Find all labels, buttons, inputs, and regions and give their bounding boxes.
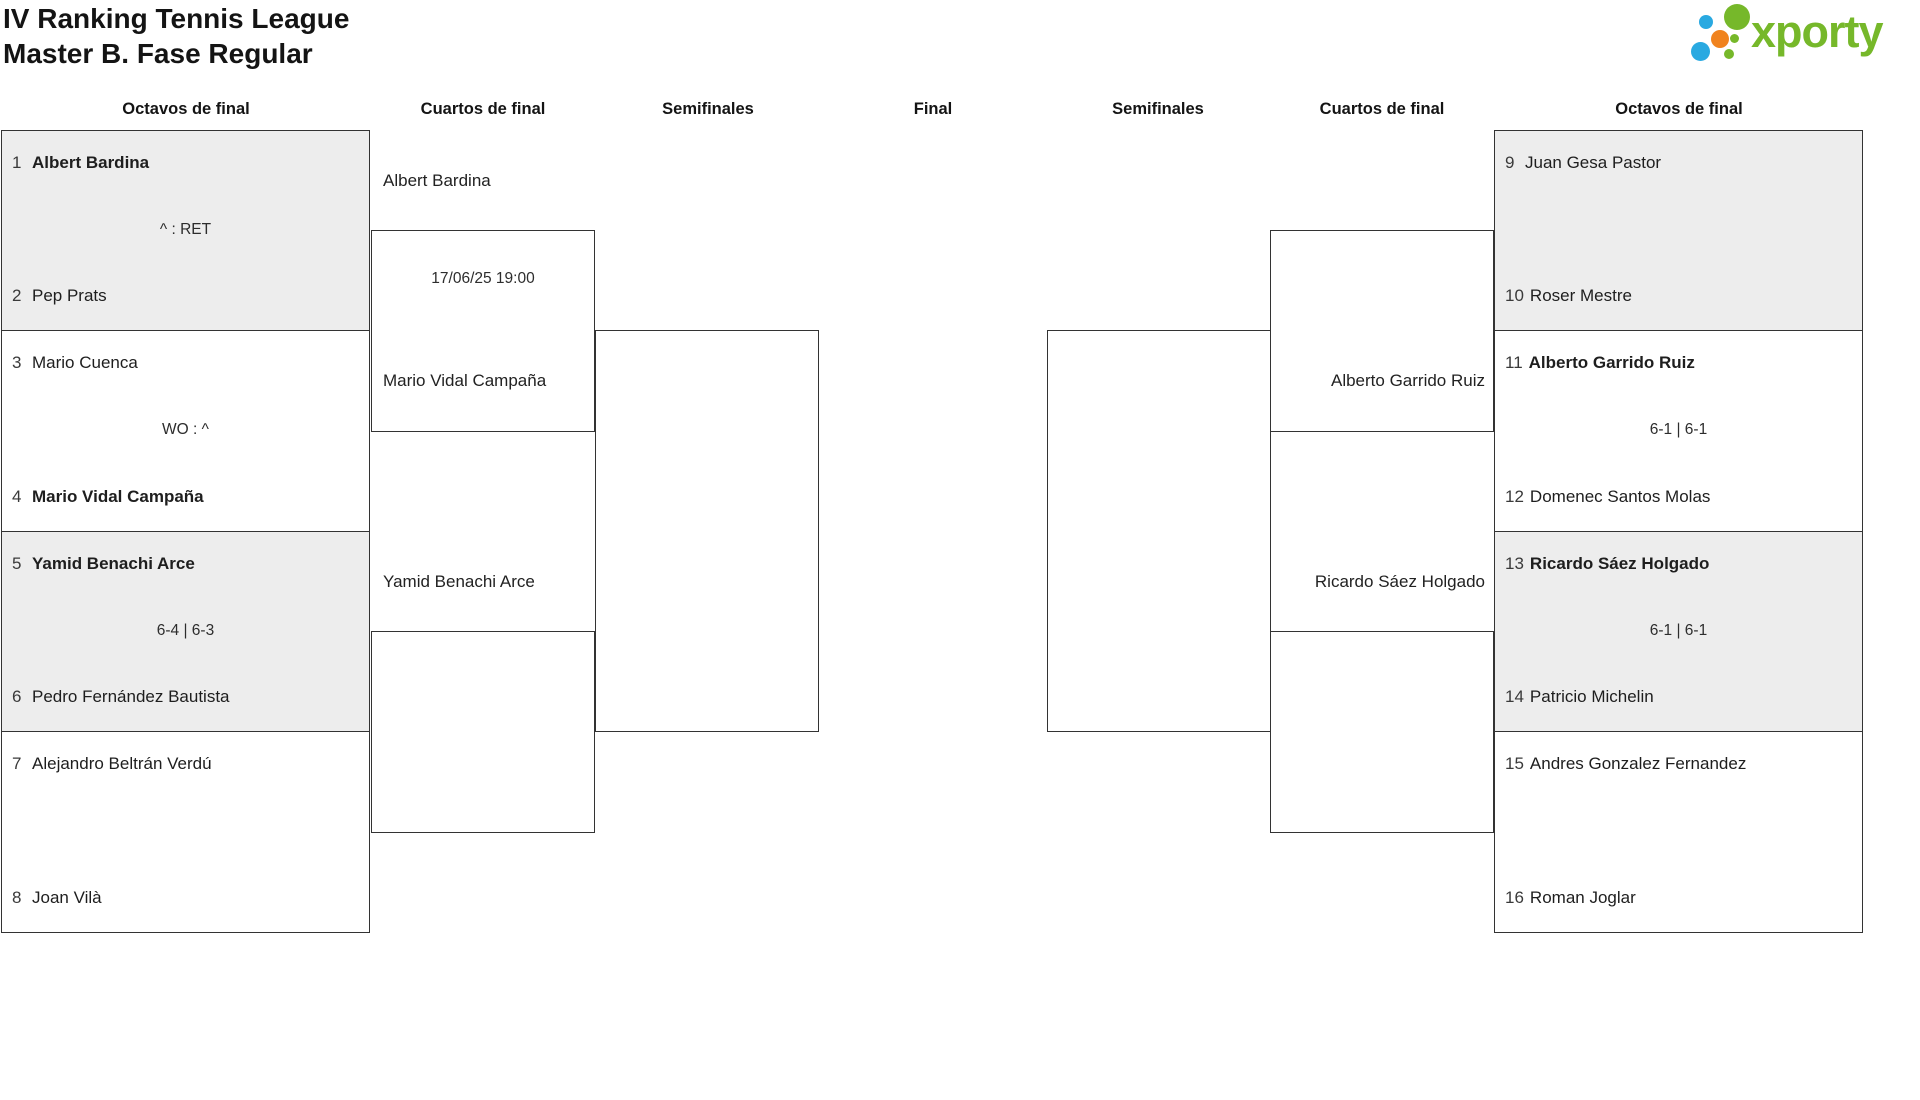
player-name: Patricio Michelin — [1529, 687, 1654, 706]
player-row: 16 Roman Joglar — [1495, 887, 1862, 909]
quarterfinal-box-left-1 — [371, 230, 595, 432]
player-row: 4 Mario Vidal Campaña — [2, 486, 369, 508]
round-header-octavos-right: Octavos de final — [1615, 100, 1743, 118]
seed-number: 15 — [1505, 754, 1524, 773]
player-row: 10 Roser Mestre — [1495, 285, 1862, 307]
player-name: Alejandro Beltrán Verdú — [32, 754, 212, 773]
player-row: 6 Pedro Fernández Bautista — [2, 686, 369, 708]
player-name: Albert Bardina — [383, 171, 491, 190]
match-box-2: 3 Mario Cuenca WO : ^ 4 Mario Vidal Camp… — [1, 330, 370, 532]
logo-dot-icon — [1691, 42, 1710, 61]
seed-number: 10 — [1505, 286, 1524, 305]
player-name: Yamid Benachi Arce — [383, 572, 535, 591]
player-row: 14 Patricio Michelin — [1495, 686, 1862, 708]
match-schedule: 17/06/25 19:00 — [431, 270, 535, 287]
match-box-7: 13 Ricardo Sáez Holgado 6-1 | 6-1 14 Pat… — [1494, 531, 1863, 732]
player-row: 7 Alejandro Beltrán Verdú — [2, 753, 369, 775]
player-row: 15 Andres Gonzalez Fernandez — [1495, 753, 1862, 775]
seed-number: 1 — [12, 153, 22, 172]
seed-number: 13 — [1505, 554, 1524, 573]
seed-number: 2 — [12, 286, 22, 305]
quarterfinal-box-right-2 — [1270, 631, 1494, 833]
player-name: Roser Mestre — [1529, 286, 1632, 305]
player-row: 8 Joan Vilà — [2, 887, 369, 909]
seed-number: 8 — [12, 888, 22, 907]
player-row: 3 Mario Cuenca — [2, 352, 369, 374]
match-box-6: 11 Alberto Garrido Ruiz 6-1 | 6-1 12 Dom… — [1494, 330, 1863, 532]
match-score: ^ : RET — [159, 221, 212, 238]
page-title: IV Ranking Tennis League Master B. Fase … — [3, 1, 349, 71]
round-header-cuartos-right: Cuartos de final — [1319, 100, 1445, 118]
seed-number: 16 — [1505, 888, 1524, 907]
player-name: Domenec Santos Molas — [1529, 487, 1711, 506]
player-name: Juan Gesa Pastor — [1525, 153, 1662, 172]
player-name: Roman Joglar — [1529, 888, 1636, 907]
page-title-line2: Master B. Fase Regular — [3, 38, 313, 69]
player-row: 12 Domenec Santos Molas — [1495, 486, 1862, 508]
match-score: 6-1 | 6-1 — [1649, 622, 1708, 639]
player-row: 11 Alberto Garrido Ruiz — [1495, 352, 1862, 374]
player-name: Albert Bardina — [32, 153, 150, 172]
round-header-octavos-left: Octavos de final — [122, 100, 250, 118]
seed-number: 12 — [1505, 487, 1524, 506]
match-box-5: 9 Juan Gesa Pastor 10 Roser Mestre — [1494, 130, 1863, 331]
player-row: 2 Pep Prats — [2, 285, 369, 307]
match-score: WO : ^ — [162, 421, 209, 438]
player-row: 5 Yamid Benachi Arce — [2, 553, 369, 575]
seed-number: 7 — [12, 754, 22, 773]
xporty-logo[interactable]: xporty — [1680, 0, 1918, 66]
logo-dot-icon — [1730, 34, 1739, 43]
seed-number: 4 — [12, 487, 22, 506]
player-name: Mario Vidal Campaña — [32, 487, 204, 506]
match-box-1: 1 Albert Bardina ^ : RET 2 Pep Prats — [1, 130, 370, 331]
player-name: Andres Gonzalez Fernandez — [1529, 754, 1747, 773]
player-name: Mario Cuenca — [32, 353, 138, 372]
logo-dot-icon — [1724, 49, 1734, 59]
player-name: Pedro Fernández Bautista — [32, 687, 230, 706]
match-score: 6-1 | 6-1 — [1649, 421, 1708, 438]
player-row: 1 Albert Bardina — [2, 152, 369, 174]
match-score: 6-4 | 6-3 — [156, 622, 215, 639]
match-box-3: 5 Yamid Benachi Arce 6-4 | 6-3 6 Pedro F… — [1, 531, 370, 732]
semifinal-box-left — [595, 330, 819, 732]
player-name: Alberto Garrido Ruiz — [1528, 353, 1695, 372]
player-name: Yamid Benachi Arce — [32, 554, 195, 573]
player-name: Ricardo Sáez Holgado — [1529, 554, 1710, 573]
semifinal-box-right — [1047, 330, 1271, 732]
player-name: Pep Prats — [32, 286, 107, 305]
logo-dot-icon — [1711, 30, 1729, 48]
round-header-semifinales-right: Semifinales — [1112, 100, 1204, 118]
player-name: Ricardo Sáez Holgado — [1314, 572, 1485, 591]
logo-dot-icon — [1724, 4, 1750, 30]
seed-number: 9 — [1505, 153, 1515, 172]
round-header-final: Final — [913, 100, 953, 118]
seed-number: 6 — [12, 687, 22, 706]
player-row: 13 Ricardo Sáez Holgado — [1495, 553, 1862, 575]
seed-number: 3 — [12, 353, 22, 372]
seed-number: 5 — [12, 554, 22, 573]
seed-number: 11 — [1505, 353, 1523, 372]
match-box-8: 15 Andres Gonzalez Fernandez 16 Roman Jo… — [1494, 731, 1863, 933]
match-box-4: 7 Alejandro Beltrán Verdú 8 Joan Vilà — [1, 731, 370, 933]
logo-wordmark: xporty — [1751, 6, 1884, 57]
page-title-line1: IV Ranking Tennis League — [3, 3, 350, 34]
round-header-cuartos-left: Cuartos de final — [420, 100, 546, 118]
logo-dot-icon — [1699, 15, 1713, 29]
quarterfinal-box-right-1 — [1270, 230, 1494, 432]
round-header-semifinales-left: Semifinales — [662, 100, 754, 118]
player-name: Mario Vidal Campaña — [383, 371, 547, 390]
seed-number: 14 — [1505, 687, 1524, 706]
player-row: 9 Juan Gesa Pastor — [1495, 152, 1862, 174]
player-name: Joan Vilà — [32, 888, 102, 907]
quarterfinal-box-left-2 — [371, 631, 595, 833]
player-name: Alberto Garrido Ruiz — [1330, 371, 1485, 390]
